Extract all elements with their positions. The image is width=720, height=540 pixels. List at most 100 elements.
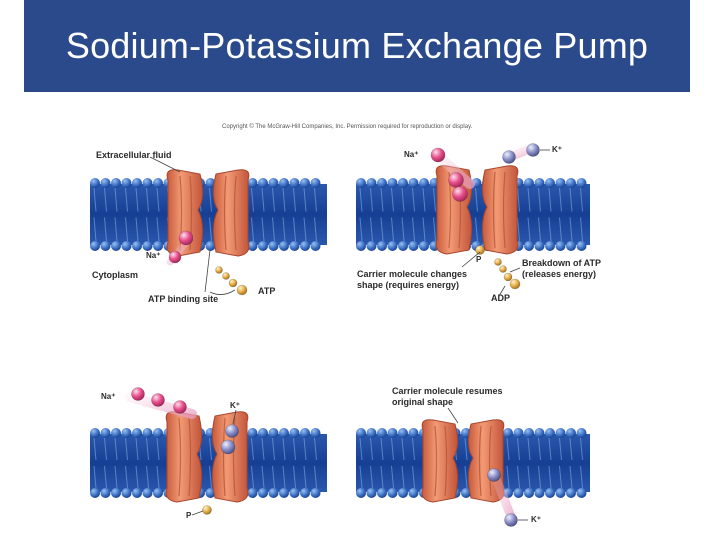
- panel-4-lipid-head: [534, 488, 545, 498]
- panel-2-tail: [559, 187, 562, 212]
- panel-1-tail: [261, 187, 265, 212]
- panel-2-lipid-head: [545, 178, 555, 188]
- panel-2-tail: [370, 217, 373, 242]
- panel-1-tail: [114, 187, 118, 212]
- panel-4-lipid-head: [576, 428, 587, 438]
- label-na-1: Na⁺: [146, 251, 160, 260]
- panel-3-tail: [303, 437, 307, 461]
- panel-2-lipid-head: [524, 178, 534, 188]
- panel-4-protein-ridge: [444, 425, 448, 497]
- panel-4-tail: [359, 437, 363, 461]
- panel-1-atp-phosphate: [215, 266, 223, 274]
- panel-1-tail: [93, 187, 97, 212]
- panel-1-lipid-head: [90, 241, 100, 251]
- panel-2-tail: [359, 217, 363, 242]
- panel-2-tail: [380, 217, 384, 242]
- panel-4-lipid-head: [408, 488, 419, 498]
- panel-1-protein-ridge: [223, 175, 227, 251]
- panel-2-lipid-head: [545, 241, 555, 251]
- panel-3-tail: [93, 437, 97, 461]
- panel-4-lipid-head: [356, 428, 366, 438]
- panel-2-lipid-head: [534, 241, 545, 251]
- label-cytoplasm: Cytoplasm: [92, 270, 138, 280]
- panel-1-lipid-head: [258, 178, 268, 188]
- panel-1-atp-leader: [209, 289, 236, 295]
- panel-1-tail: [293, 217, 296, 242]
- panel-4-lipid-head: [377, 488, 387, 498]
- panel-2-lipid-head: [398, 241, 408, 251]
- panel-4-tail: [580, 437, 583, 461]
- panel-3-tail: [293, 465, 296, 489]
- panel-1-tail: [261, 217, 265, 242]
- panel-2-adp-phosphate: [494, 258, 502, 266]
- panel-2-lipid-head: [555, 241, 566, 251]
- panel-3-lipid-head: [247, 428, 258, 438]
- panel-2-tail: [527, 187, 531, 212]
- panel-2-tail: [548, 187, 552, 212]
- panel-1-tail: [209, 217, 212, 242]
- panel-3-lipid-head: [142, 428, 153, 438]
- panel-4-tail: [401, 465, 405, 489]
- panel-1-protein-right-lobe: [212, 169, 250, 257]
- panel-4-tail: [559, 437, 562, 461]
- panel-2-breakdown-leader: [509, 267, 521, 273]
- panel-2-tail: [391, 187, 394, 212]
- panel-1-lipid-band: [90, 184, 327, 245]
- panel-3-p-leader: [191, 510, 204, 516]
- panel-3-tail: [114, 465, 118, 489]
- panel-2-tail: [370, 187, 373, 212]
- panel-1-tail: [135, 187, 139, 212]
- panel-3-lipid-head: [258, 428, 268, 438]
- panel-3-protein-ridge: [178, 417, 182, 497]
- label-atp-binding-site: ATP binding site: [148, 294, 218, 304]
- panel-3-lipid-head: [289, 428, 300, 438]
- panel-2-lipid-head: [387, 178, 398, 188]
- panel-3-carrier-protein: [165, 411, 249, 503]
- panel-3-tail: [146, 465, 149, 489]
- label-breakdown-2: (releases energy): [522, 269, 596, 279]
- panel-1-lipid-head: [121, 178, 132, 188]
- panel-3-lipid-head: [142, 488, 153, 498]
- panel-2-adp-phosphate: [509, 278, 521, 290]
- panel-3-tail: [209, 465, 212, 489]
- panel-1-tail: [93, 217, 97, 242]
- panel-4-lipid-head: [555, 488, 566, 498]
- panel-4-k-ion: [504, 513, 518, 527]
- panel-3-tail: [104, 437, 107, 461]
- label-atp: ATP: [258, 286, 275, 296]
- panel-2-lipid-head: [566, 178, 576, 188]
- panel-4-tail: [559, 465, 562, 489]
- panel-1-tail: [282, 217, 286, 242]
- panel-3-lipid-head: [111, 488, 121, 498]
- label-p-3: P: [186, 511, 192, 520]
- panel-2-tail: [580, 217, 583, 242]
- panel-2-tail: [527, 217, 531, 242]
- panel-3-tail: [282, 465, 286, 489]
- panel-3-tail: [251, 465, 254, 489]
- label-carrier-changes-1: Carrier molecule changes: [357, 269, 467, 279]
- panel-4-tail: [548, 437, 552, 461]
- panel-1-lipid-head: [153, 178, 163, 188]
- panel-4-lipid-head: [513, 488, 524, 498]
- panel-3-protein-ridge: [232, 417, 236, 497]
- panel-2-lipid-head: [524, 241, 534, 251]
- panel-4-protein-ridge: [434, 425, 438, 497]
- panel-3-lipid-head: [268, 488, 279, 498]
- panel-2-lipid-head: [419, 178, 429, 188]
- panel-2-tail: [538, 187, 541, 212]
- panel-2-phosphate: [475, 245, 485, 255]
- panel-2-tail: [538, 217, 541, 242]
- panel-4-tail: [391, 465, 394, 489]
- panel-3-na-ion: [173, 400, 187, 414]
- panel-2-lipid-head: [566, 241, 576, 251]
- panel-3-tail: [114, 437, 118, 461]
- panel-3-na-ion: [151, 393, 165, 407]
- panel-4-protein-ridge: [488, 425, 492, 497]
- panel-1-tail: [146, 217, 149, 242]
- panel-3-lipid-head: [153, 488, 163, 498]
- panel-2-protein-ridge: [502, 171, 506, 249]
- panel-3-tail: [156, 437, 160, 461]
- panel-4-lipid-head: [366, 428, 377, 438]
- panel-3-lipid-band: [90, 434, 327, 492]
- panel-2-tail: [422, 217, 426, 242]
